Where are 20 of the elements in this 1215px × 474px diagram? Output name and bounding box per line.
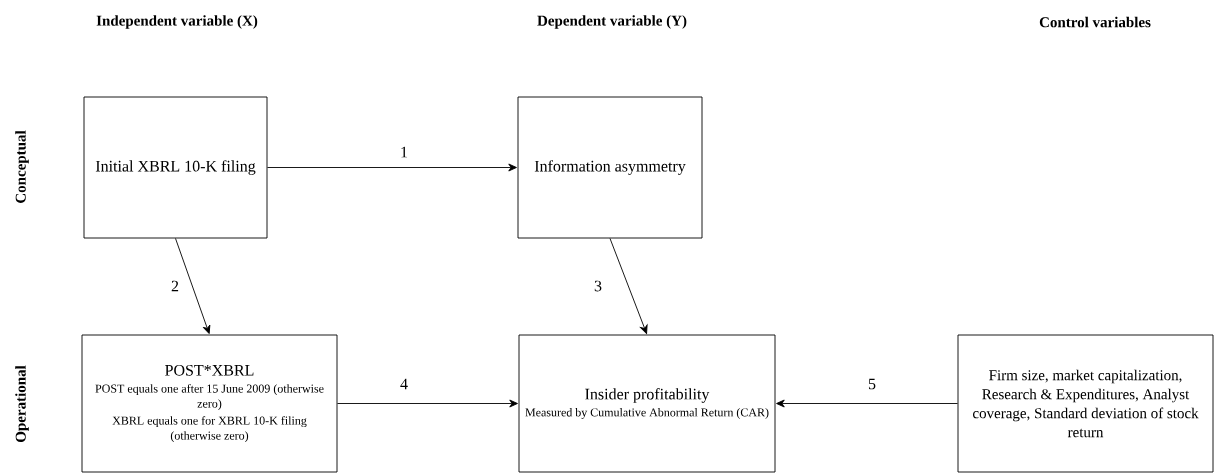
- arrow: [609, 238, 648, 334]
- variable-box: Initial XBRL 10-K filing: [83, 96, 268, 239]
- edge-label: 1: [401, 146, 408, 158]
- arrow: [175, 238, 211, 334]
- edge-label: 2: [171, 280, 179, 292]
- arrow: [776, 399, 958, 408]
- variable-box: Insider profitability Measured by Cumulative Abnormal Return (CAR): [518, 334, 776, 473]
- arrow: [337, 399, 518, 408]
- heading: Conceptual: [15, 130, 29, 203]
- heading: Operational: [15, 365, 29, 442]
- variable-box: Information asymmetry: [517, 96, 703, 239]
- edge-label: 3: [594, 280, 602, 292]
- heading: Dependent variable (Y): [537, 15, 687, 29]
- variable-box: POST*XBRL POST equals one after 15 June 2009 (otherwise zero) XBRL equals one for XBRL 10-K filing (otherwise zero): [81, 334, 338, 473]
- arrow: [267, 163, 517, 172]
- heading: Control variables: [1039, 16, 1151, 28]
- edge-label: 4: [400, 378, 408, 390]
- heading: Independent variable (X): [96, 15, 258, 29]
- edge-label: 5: [868, 378, 876, 390]
- variable-box: Firm size, market capitalization, Research & Expenditures, Analyst coverage, Standard deviation of stock return: [957, 334, 1214, 473]
